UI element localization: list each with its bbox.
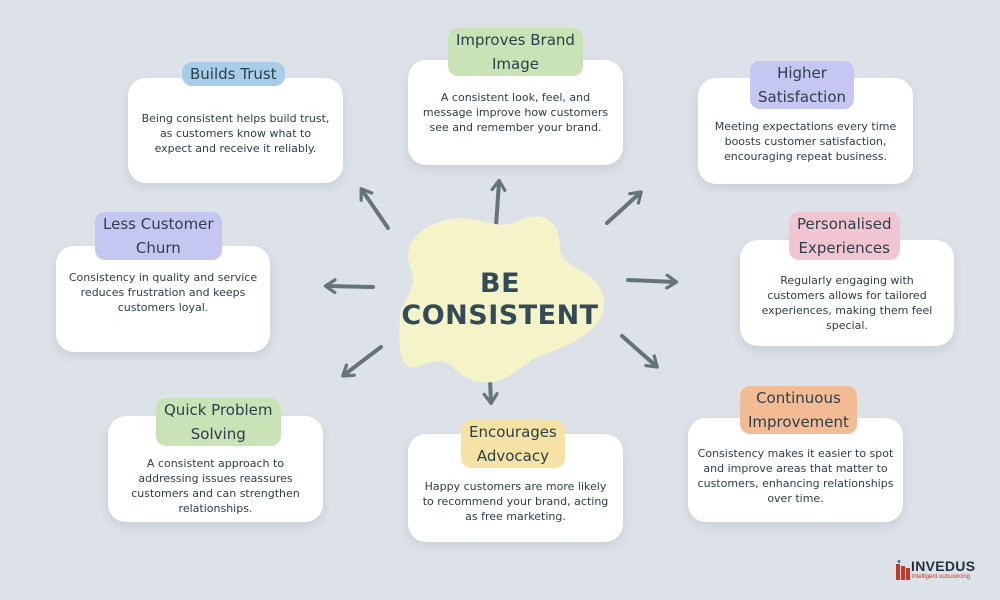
- problem-solving-title-line1: Quick Problem: [164, 401, 273, 419]
- center-title-line2: CONSISTENT: [401, 300, 599, 331]
- card-brand-image: A consistent look, feel, and message imp…: [408, 60, 623, 165]
- card-builds-trust: Being consistent helps build trust, as c…: [128, 78, 343, 183]
- churn-text: Consistency in quality and service reduc…: [68, 271, 258, 314]
- tag-personalised: Personalised Experiences: [789, 212, 900, 260]
- satisfaction-title-line2: Satisfaction: [758, 88, 847, 106]
- tag-problem-solving: Quick Problem Solving: [156, 398, 281, 446]
- satisfaction-title-line1: Higher: [777, 64, 827, 82]
- arrow-satisfaction: [605, 190, 643, 225]
- advocacy-title-line1: Encourages: [469, 423, 557, 441]
- advocacy-title-line2: Advocacy: [476, 447, 549, 465]
- personalised-title-line2: Experiences: [798, 239, 890, 257]
- tag-churn: Less Customer Churn: [95, 212, 222, 260]
- card-improvement: Consistency makes it easier to spot and …: [688, 418, 903, 522]
- brand-image-text: A consistent look, feel, and message imp…: [422, 91, 609, 134]
- tag-improvement: Continuous Improvement: [740, 386, 857, 434]
- builds-trust-text: Being consistent helps build trust, as c…: [141, 112, 330, 155]
- builds-trust-title: Builds Trust: [190, 65, 277, 83]
- brand-image-title-line1: Improves Brand: [456, 31, 575, 49]
- center-title-line1: BE: [479, 268, 521, 299]
- logo-name: INVEDUS: [911, 558, 976, 574]
- card-advocacy: Happy customers are more likely to recom…: [408, 434, 623, 542]
- logo-mark-icon: [896, 560, 910, 580]
- tag-builds-trust: Builds Trust: [182, 62, 285, 86]
- arrow-churn: [323, 278, 375, 295]
- tag-satisfaction: Higher Satisfaction: [750, 61, 855, 109]
- card-churn: Consistency in quality and service reduc…: [56, 246, 270, 352]
- arrow-brand-image: [490, 178, 507, 228]
- improvement-title-line2: Improvement: [748, 413, 849, 431]
- problem-solving-text: A consistent approach to addressing issu…: [131, 457, 300, 515]
- brand-image-title-line2: Image: [491, 55, 539, 73]
- arrow-builds-trust: [359, 187, 390, 230]
- tag-advocacy: Encourages Advocacy: [461, 420, 565, 468]
- improvement-text: Consistency makes it easier to spot and …: [697, 447, 894, 505]
- churn-title-line2: Churn: [135, 239, 181, 257]
- personalised-title-line1: Personalised: [797, 215, 892, 233]
- problem-solving-title-line2: Solving: [190, 425, 246, 443]
- personalised-text: Regularly engaging with customers allows…: [761, 274, 933, 332]
- arrow-improvement: [620, 334, 659, 369]
- advocacy-text: Happy customers are more likely to recom…: [422, 480, 609, 523]
- arrow-personalised: [626, 273, 679, 290]
- center-title: BE CONSISTENT: [400, 268, 600, 332]
- churn-title-line1: Less Customer: [103, 215, 214, 233]
- logo-tagline: intelligent outsourcing: [912, 574, 971, 580]
- invedus-logo: INVEDUS intelligent outsourcing: [896, 556, 986, 584]
- arrow-problem-solving: [341, 345, 383, 378]
- tag-brand-image: Improves Brand Image: [448, 28, 583, 76]
- satisfaction-text: Meeting expectations every time boosts c…: [714, 120, 897, 163]
- improvement-title-line1: Continuous: [756, 389, 841, 407]
